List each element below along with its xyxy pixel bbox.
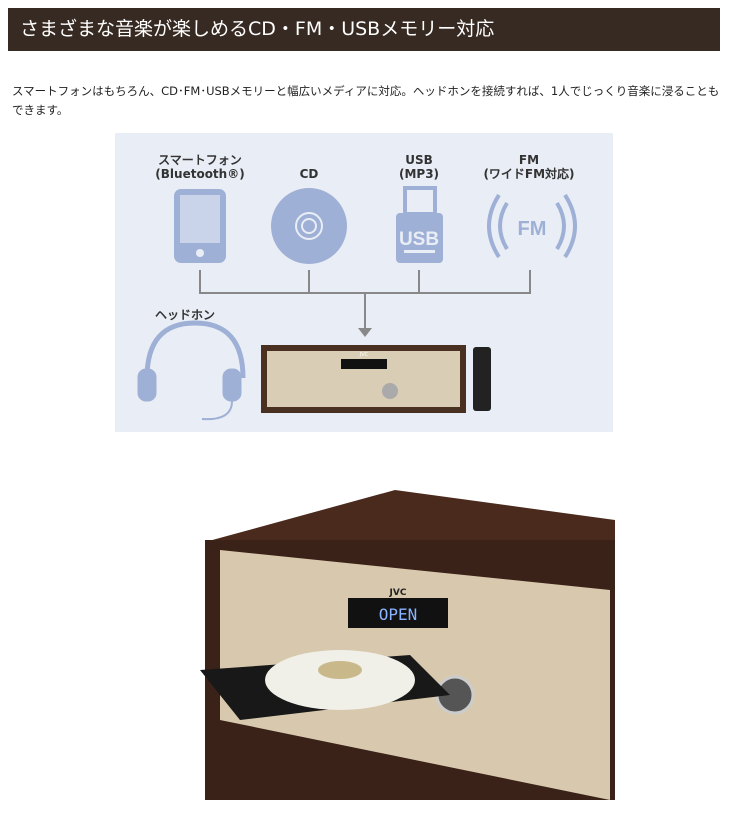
source-label-usb: USB (MP3) xyxy=(398,153,440,181)
source-label-smartphone: スマートフォン (Bluetooth®) xyxy=(155,153,245,181)
svg-text:JVC: JVC xyxy=(359,352,369,358)
svg-text:FM: FM xyxy=(518,218,547,240)
brand-logo: JVC xyxy=(389,588,407,598)
smartphone-icon xyxy=(174,189,226,263)
intro-text: スマートフォンはもちろん、CD･FM･USBメモリーと幅広いメディアに対応。ヘッ… xyxy=(12,84,720,117)
source-label-cd: CD xyxy=(299,167,319,181)
usb-icon: USB xyxy=(396,186,443,263)
section-header: さまざまな音楽が楽しめるCD・FM・USBメモリー対応 xyxy=(8,8,720,51)
connector-lines xyxy=(199,270,531,337)
stereo-device-icon: JVC xyxy=(261,345,466,413)
media-diagram: スマートフォン (Bluetooth®) CD USB (MP3) FM (ワイ… xyxy=(115,133,613,432)
headphone-icon xyxy=(137,320,246,421)
remote-icon xyxy=(473,347,491,411)
cd-icon xyxy=(271,188,347,264)
product-photo: OPEN JVC xyxy=(200,480,615,805)
display-text: OPEN xyxy=(379,605,418,624)
source-label-fm: FM (ワイドFM対応) xyxy=(483,153,575,181)
svg-text:USB: USB xyxy=(399,229,439,250)
fm-icon: FM xyxy=(487,193,577,259)
headphone-label: ヘッドホン xyxy=(154,308,215,322)
